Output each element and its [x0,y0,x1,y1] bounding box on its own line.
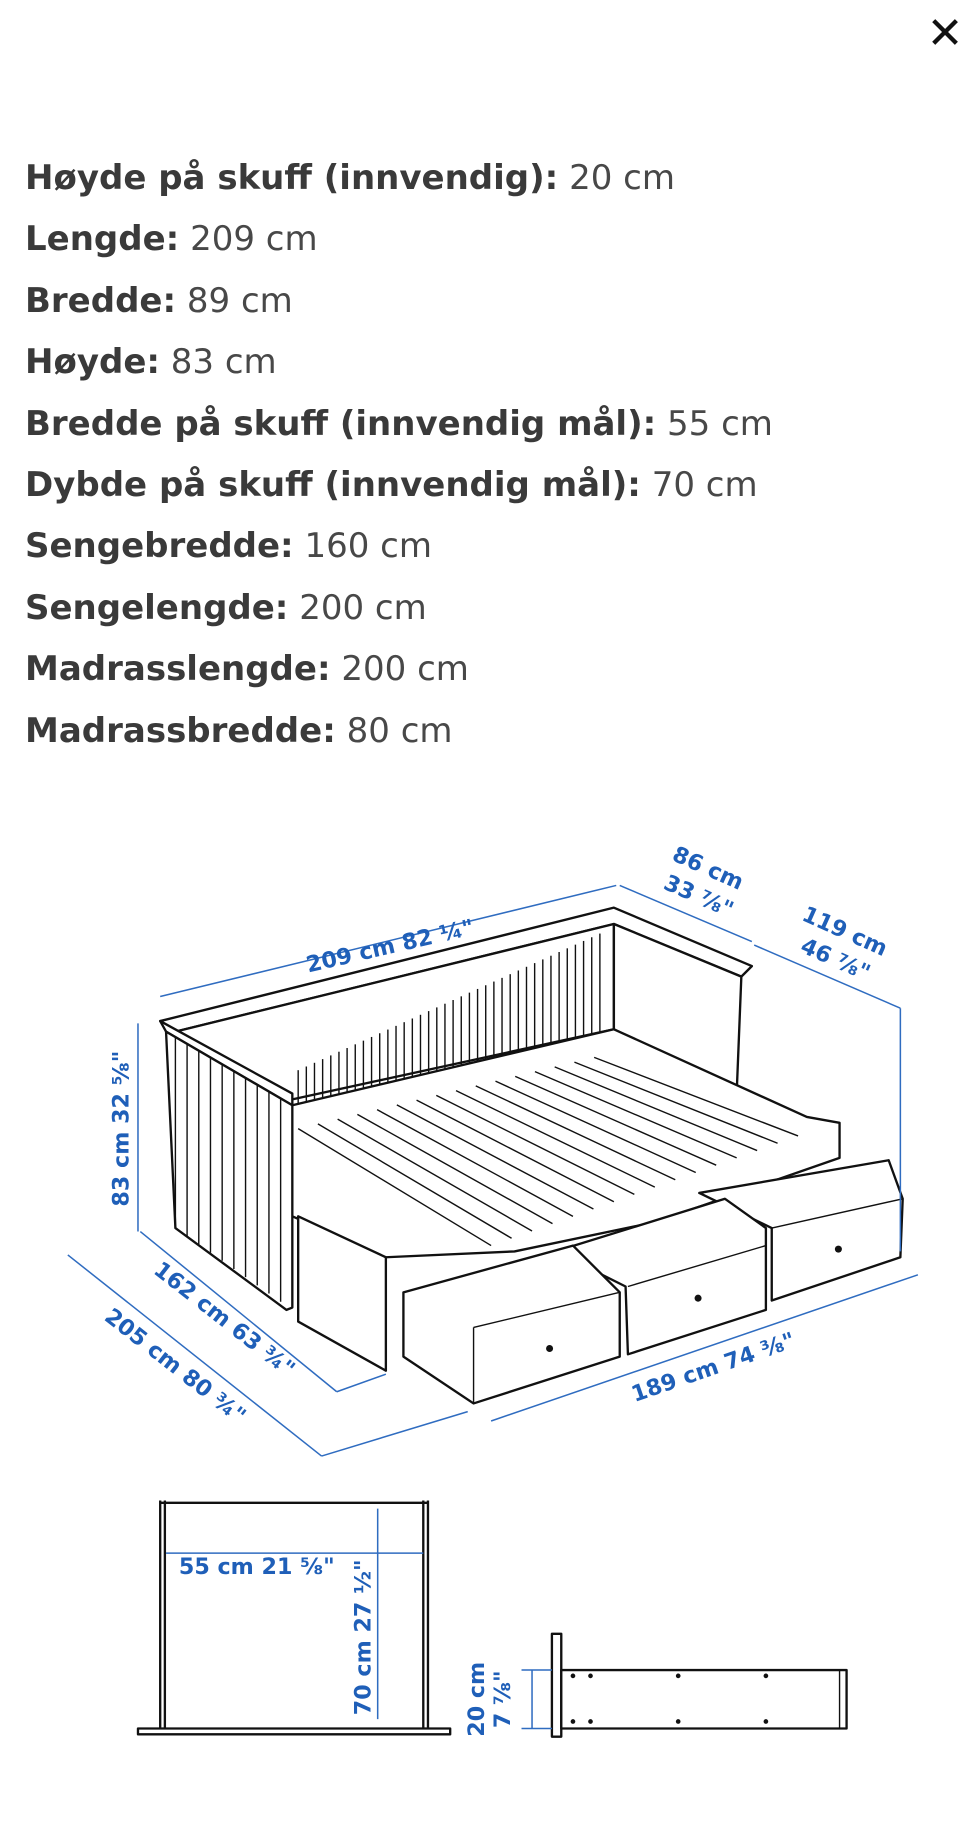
bed-slat [593,1056,799,1137]
bed-slat [357,1113,553,1225]
spec-label: Høyde: [25,342,160,383]
spec-item: Sengelengde: 200 cm [25,578,773,639]
spec-value: 209 cm [190,219,318,260]
bed-slat [495,1080,697,1174]
drawer-side-view [521,1632,848,1738]
spec-item: Høyde: 83 cm [25,332,773,393]
bed-slat [297,1128,492,1247]
bed-slat [337,1118,533,1232]
spec-label: Høyde på skuff (innvendig): [25,158,559,198]
bed-slat [416,1099,615,1203]
drawer-width-label: 55 cm 21 ⅝" [179,1554,335,1580]
height-label: 83 cm 32 ⅝" [109,1051,135,1207]
spec-value: 80 cm [346,710,453,751]
dimension-lines [67,884,919,1457]
spec-value: 20 cm [569,158,675,198]
spec-value: 55 cm [667,403,773,444]
bed-slat [534,1070,737,1159]
spec-label: Madrasslengde: [25,649,331,690]
spec-list: Høyde på skuff (innvendig): 20 cm Lengde… [25,148,773,762]
bed-drawing [159,906,904,1405]
spec-item: Høyde på skuff (innvendig): 20 cm [25,148,773,209]
spec-label: Lengde: [25,219,180,260]
spec-value: 160 cm [304,526,432,567]
bed-slat [475,1085,676,1181]
spec-value: 70 cm [651,465,758,506]
bed-slat [317,1123,512,1239]
spec-label: Dybde på skuff (innvendig mål): [25,465,641,506]
spec-value: 200 cm [341,649,469,690]
spec-item: Madrasslengde: 200 cm [25,639,773,700]
drawer-height-cm-label: 20 cm [464,1662,490,1737]
drawer-height-in-label: 7 ⅞" [490,1670,516,1728]
bed-slat [574,1061,778,1144]
spec-item: Madrassbredde: 80 cm [25,701,773,762]
spec-label: Madrassbredde: [25,710,336,751]
drawer-depth-label: 70 cm 27 ½" [351,1559,377,1715]
bed-slat [435,1094,635,1196]
spec-label: Sengelengde: [25,587,289,628]
spec-value: 83 cm [170,342,277,383]
spec-label: Bredde: [25,280,177,321]
drawer-top-view [136,1500,452,1736]
spec-value: 89 cm [186,280,293,321]
spec-item: Sengebredde: 160 cm [25,516,773,577]
spec-label: Bredde på skuff (innvendig mål): [25,403,657,444]
spec-value: 200 cm [299,587,427,628]
bed-slat [514,1075,717,1166]
bed-slat [554,1066,758,1152]
spec-item: Dybde på skuff (innvendig mål): 70 cm [25,455,773,516]
bed-slat [376,1109,574,1217]
bed-slat [455,1090,656,1188]
spec-item: Bredde: 89 cm [25,271,773,332]
spec-label: Sengebredde: [25,526,294,567]
spec-item: Bredde på skuff (innvendig mål): 55 cm [25,394,773,455]
bed-slat [396,1104,594,1210]
close-icon[interactable]: ✕ [926,8,960,59]
spec-item: Lengde: 209 cm [25,209,773,270]
